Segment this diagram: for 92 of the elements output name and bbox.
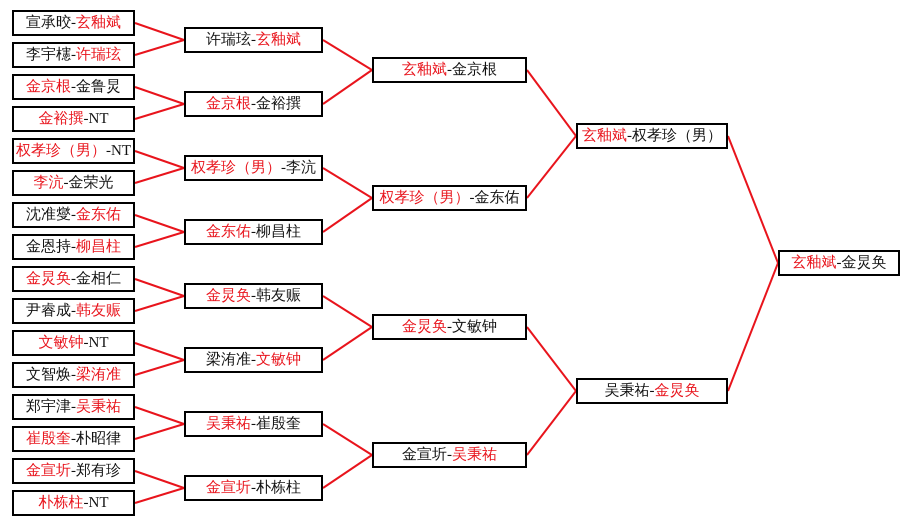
bracket-line	[134, 167, 184, 184]
bracket-line	[526, 69, 577, 137]
bracket-line	[134, 214, 184, 233]
bracket-line	[526, 135, 577, 199]
bracket-line	[134, 487, 184, 504]
match-result-text: 金恩持-柳昌柱	[26, 238, 121, 256]
match-box	[576, 378, 728, 404]
match-box	[184, 155, 323, 181]
match-result-text: 许瑞玹-玄釉斌	[206, 31, 301, 49]
match-result-text: 金炅奂-金相仁	[26, 270, 121, 288]
bracket-line	[322, 423, 373, 456]
match-result-text: 金炅奂-韩友赈	[206, 287, 301, 305]
bracket-line	[134, 103, 184, 120]
match-box	[184, 411, 323, 437]
match-result-text: 沈准燮-金东佑	[26, 206, 121, 224]
match-box	[372, 442, 527, 468]
bracket-line	[134, 342, 184, 361]
bracket-line	[134, 231, 184, 248]
match-box	[184, 27, 323, 53]
match-result-text: 金宣圻-郑有珍	[26, 462, 121, 480]
match-result-text: 权孝珍（男）-NT	[16, 142, 131, 160]
match-result-text: 吴秉祐-崔殷奎	[206, 415, 301, 433]
match-result-text: 文敏钟-NT	[38, 334, 108, 352]
match-result-text: 金京根-金鲁炅	[26, 78, 121, 96]
match-result-text: 玄釉斌-金炅奂	[792, 254, 886, 272]
match-box	[184, 283, 323, 309]
match-box	[12, 10, 135, 36]
match-box	[12, 394, 135, 420]
bracket-line	[322, 167, 373, 199]
match-result-text: 文智焕-梁洧准	[26, 366, 121, 384]
match-result-text: 梁洧准-文敏钟	[206, 351, 301, 369]
match-box	[12, 490, 135, 516]
match-box	[12, 266, 135, 292]
match-result-text: 朴栋柱-NT	[38, 494, 108, 512]
bracket-line	[322, 454, 373, 489]
match-result-text: 金宣圻-朴栋柱	[206, 479, 301, 497]
bracket-line	[727, 136, 779, 264]
bracket-line	[322, 197, 373, 233]
match-result-text: 金京根-金裕撰	[206, 95, 301, 113]
match-box	[778, 250, 900, 276]
bracket-line	[134, 359, 184, 376]
bracket-line	[322, 69, 373, 105]
bracket-line	[526, 326, 577, 392]
match-result-text: 郑宇津-吴秉祐	[26, 398, 121, 416]
match-result-text: 玄釉斌-金京根	[402, 61, 497, 79]
match-box	[12, 362, 135, 388]
match-box	[12, 298, 135, 324]
bracket-line	[134, 295, 184, 312]
bracket-line	[134, 86, 184, 105]
match-box	[12, 458, 135, 484]
match-result-text: 权孝珍（男）-金东佑	[380, 189, 520, 207]
match-result-text: 崔殷奎-朴昭律	[26, 430, 121, 448]
match-result-text: 金东佑-柳昌柱	[206, 223, 301, 241]
match-box	[372, 314, 527, 340]
bracket-line	[526, 390, 577, 456]
match-box	[12, 170, 135, 196]
match-result-text: 尹睿成-韩友赈	[26, 302, 121, 320]
match-box	[184, 91, 323, 117]
match-result-text: 玄釉斌-权孝珍（男）	[582, 127, 722, 145]
match-box	[12, 426, 135, 452]
bracket-line	[727, 262, 779, 392]
match-box	[12, 330, 135, 356]
match-result-text: 宣承晈-玄釉斌	[26, 14, 121, 32]
bracket-line	[322, 295, 373, 328]
match-result-text: 金宣圻-吴秉祐	[402, 446, 497, 464]
match-box	[12, 74, 135, 100]
match-box	[12, 202, 135, 228]
match-result-text: 李沆-金荣光	[34, 174, 114, 192]
match-box	[576, 123, 728, 149]
bracket-line	[134, 406, 184, 425]
bracket-line	[134, 278, 184, 297]
match-result-text: 吴秉祐-金炅奂	[604, 382, 700, 400]
match-result-text: 金炅奂-文敏钟	[402, 318, 497, 336]
match-result-text: 金裕撰-NT	[38, 110, 108, 128]
bracket-line	[134, 22, 184, 41]
match-box	[184, 475, 323, 501]
match-box	[184, 347, 323, 373]
match-box	[184, 219, 323, 245]
bracket-line	[134, 150, 184, 169]
match-result-text: 李宇櫶-许瑞玹	[26, 46, 121, 64]
match-box	[12, 234, 135, 260]
match-box	[12, 138, 135, 164]
match-box	[372, 57, 527, 83]
match-result-text: 权孝珍（男）-李沆	[191, 159, 316, 177]
bracket-line	[322, 39, 373, 71]
bracket-line	[322, 326, 373, 361]
bracket-line	[134, 470, 184, 489]
match-box	[372, 185, 527, 211]
match-box	[12, 106, 135, 132]
bracket-line	[134, 39, 184, 56]
match-box	[12, 42, 135, 68]
bracket-line	[134, 423, 184, 440]
